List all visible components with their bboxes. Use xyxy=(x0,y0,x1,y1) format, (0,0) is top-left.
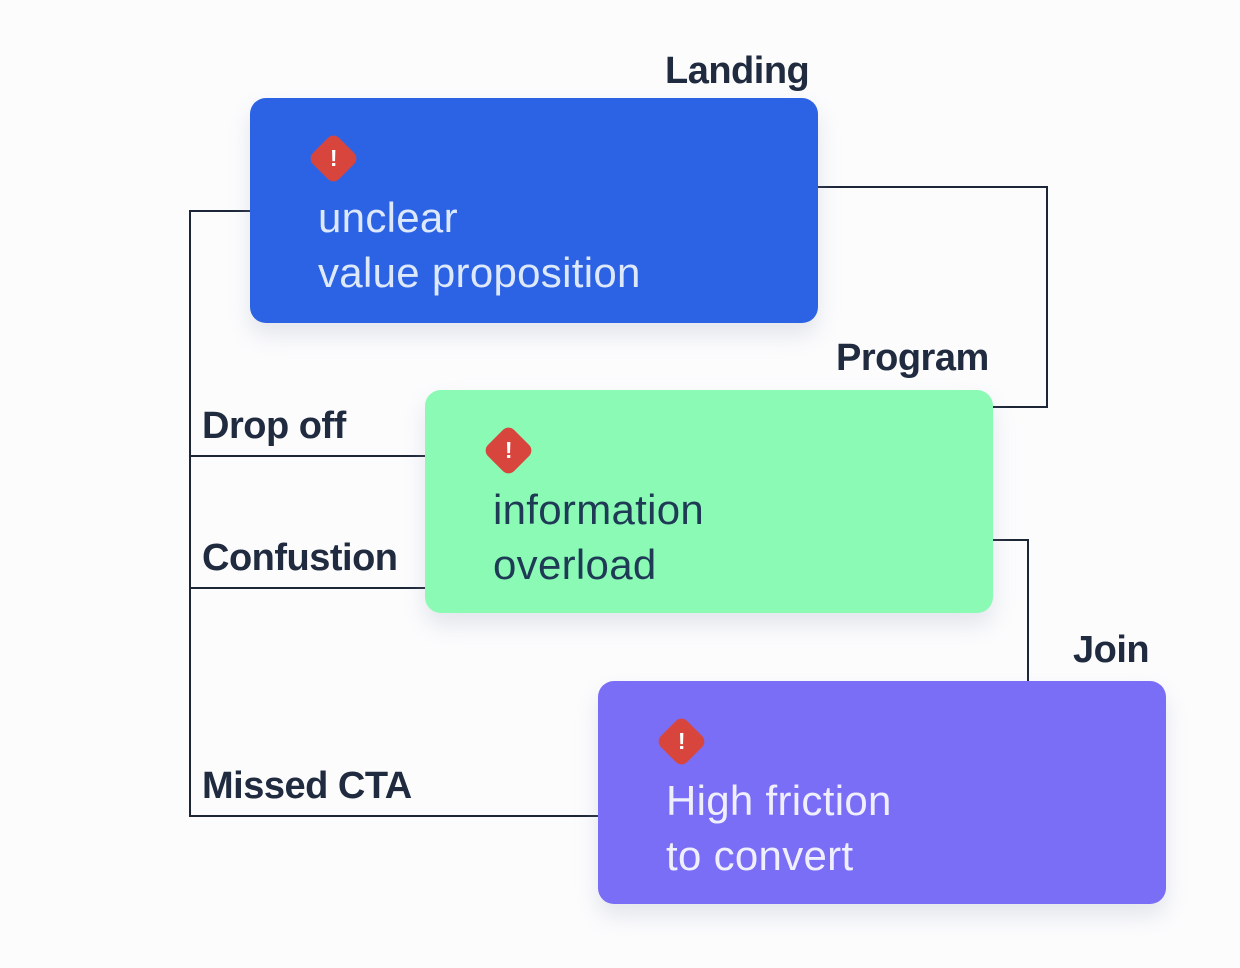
pain-label-drop-off: Drop off xyxy=(202,405,346,447)
stage-label-landing: Landing xyxy=(665,50,810,92)
warning-glyph: ! xyxy=(504,436,513,463)
node-text-line: to convert xyxy=(666,832,854,879)
node-text-line: information xyxy=(493,486,705,533)
node-text-line: overload xyxy=(493,541,657,588)
pain-label-missed-cta: Missed CTA xyxy=(202,765,412,807)
node-text-line: value proposition xyxy=(318,249,641,296)
node-program-text: information overload xyxy=(493,482,704,592)
left-rail-line xyxy=(189,210,191,817)
warning-icon: ! xyxy=(655,715,708,768)
node-join-text: High friction to convert xyxy=(666,773,892,883)
node-text-line: High friction xyxy=(666,777,892,824)
stage-label-join: Join xyxy=(1073,629,1150,671)
connector-program-in xyxy=(993,406,1048,408)
node-join[interactable]: ! High friction to convert xyxy=(598,681,1166,904)
warning-glyph: ! xyxy=(677,727,686,754)
node-program[interactable]: ! information overload xyxy=(425,390,993,613)
warning-icon: ! xyxy=(482,424,535,477)
node-landing-text: unclear value proposition xyxy=(318,190,641,300)
connector-program-out xyxy=(993,539,1029,541)
connector-landing-program-vertical xyxy=(1046,186,1048,408)
connector-rail-to-landing xyxy=(189,210,251,212)
connector-drop-off xyxy=(189,455,426,457)
connector-missed-cta xyxy=(189,815,599,817)
node-text-line: unclear xyxy=(318,194,458,241)
connector-confustion xyxy=(189,587,426,589)
warning-icon: ! xyxy=(307,132,360,185)
stage-label-program: Program xyxy=(836,337,989,379)
node-landing[interactable]: ! unclear value proposition xyxy=(250,98,818,323)
connector-landing-out xyxy=(817,186,1048,188)
connector-program-join-vertical xyxy=(1027,539,1029,682)
warning-glyph: ! xyxy=(329,144,338,171)
pain-label-confustion: Confustion xyxy=(202,537,398,579)
